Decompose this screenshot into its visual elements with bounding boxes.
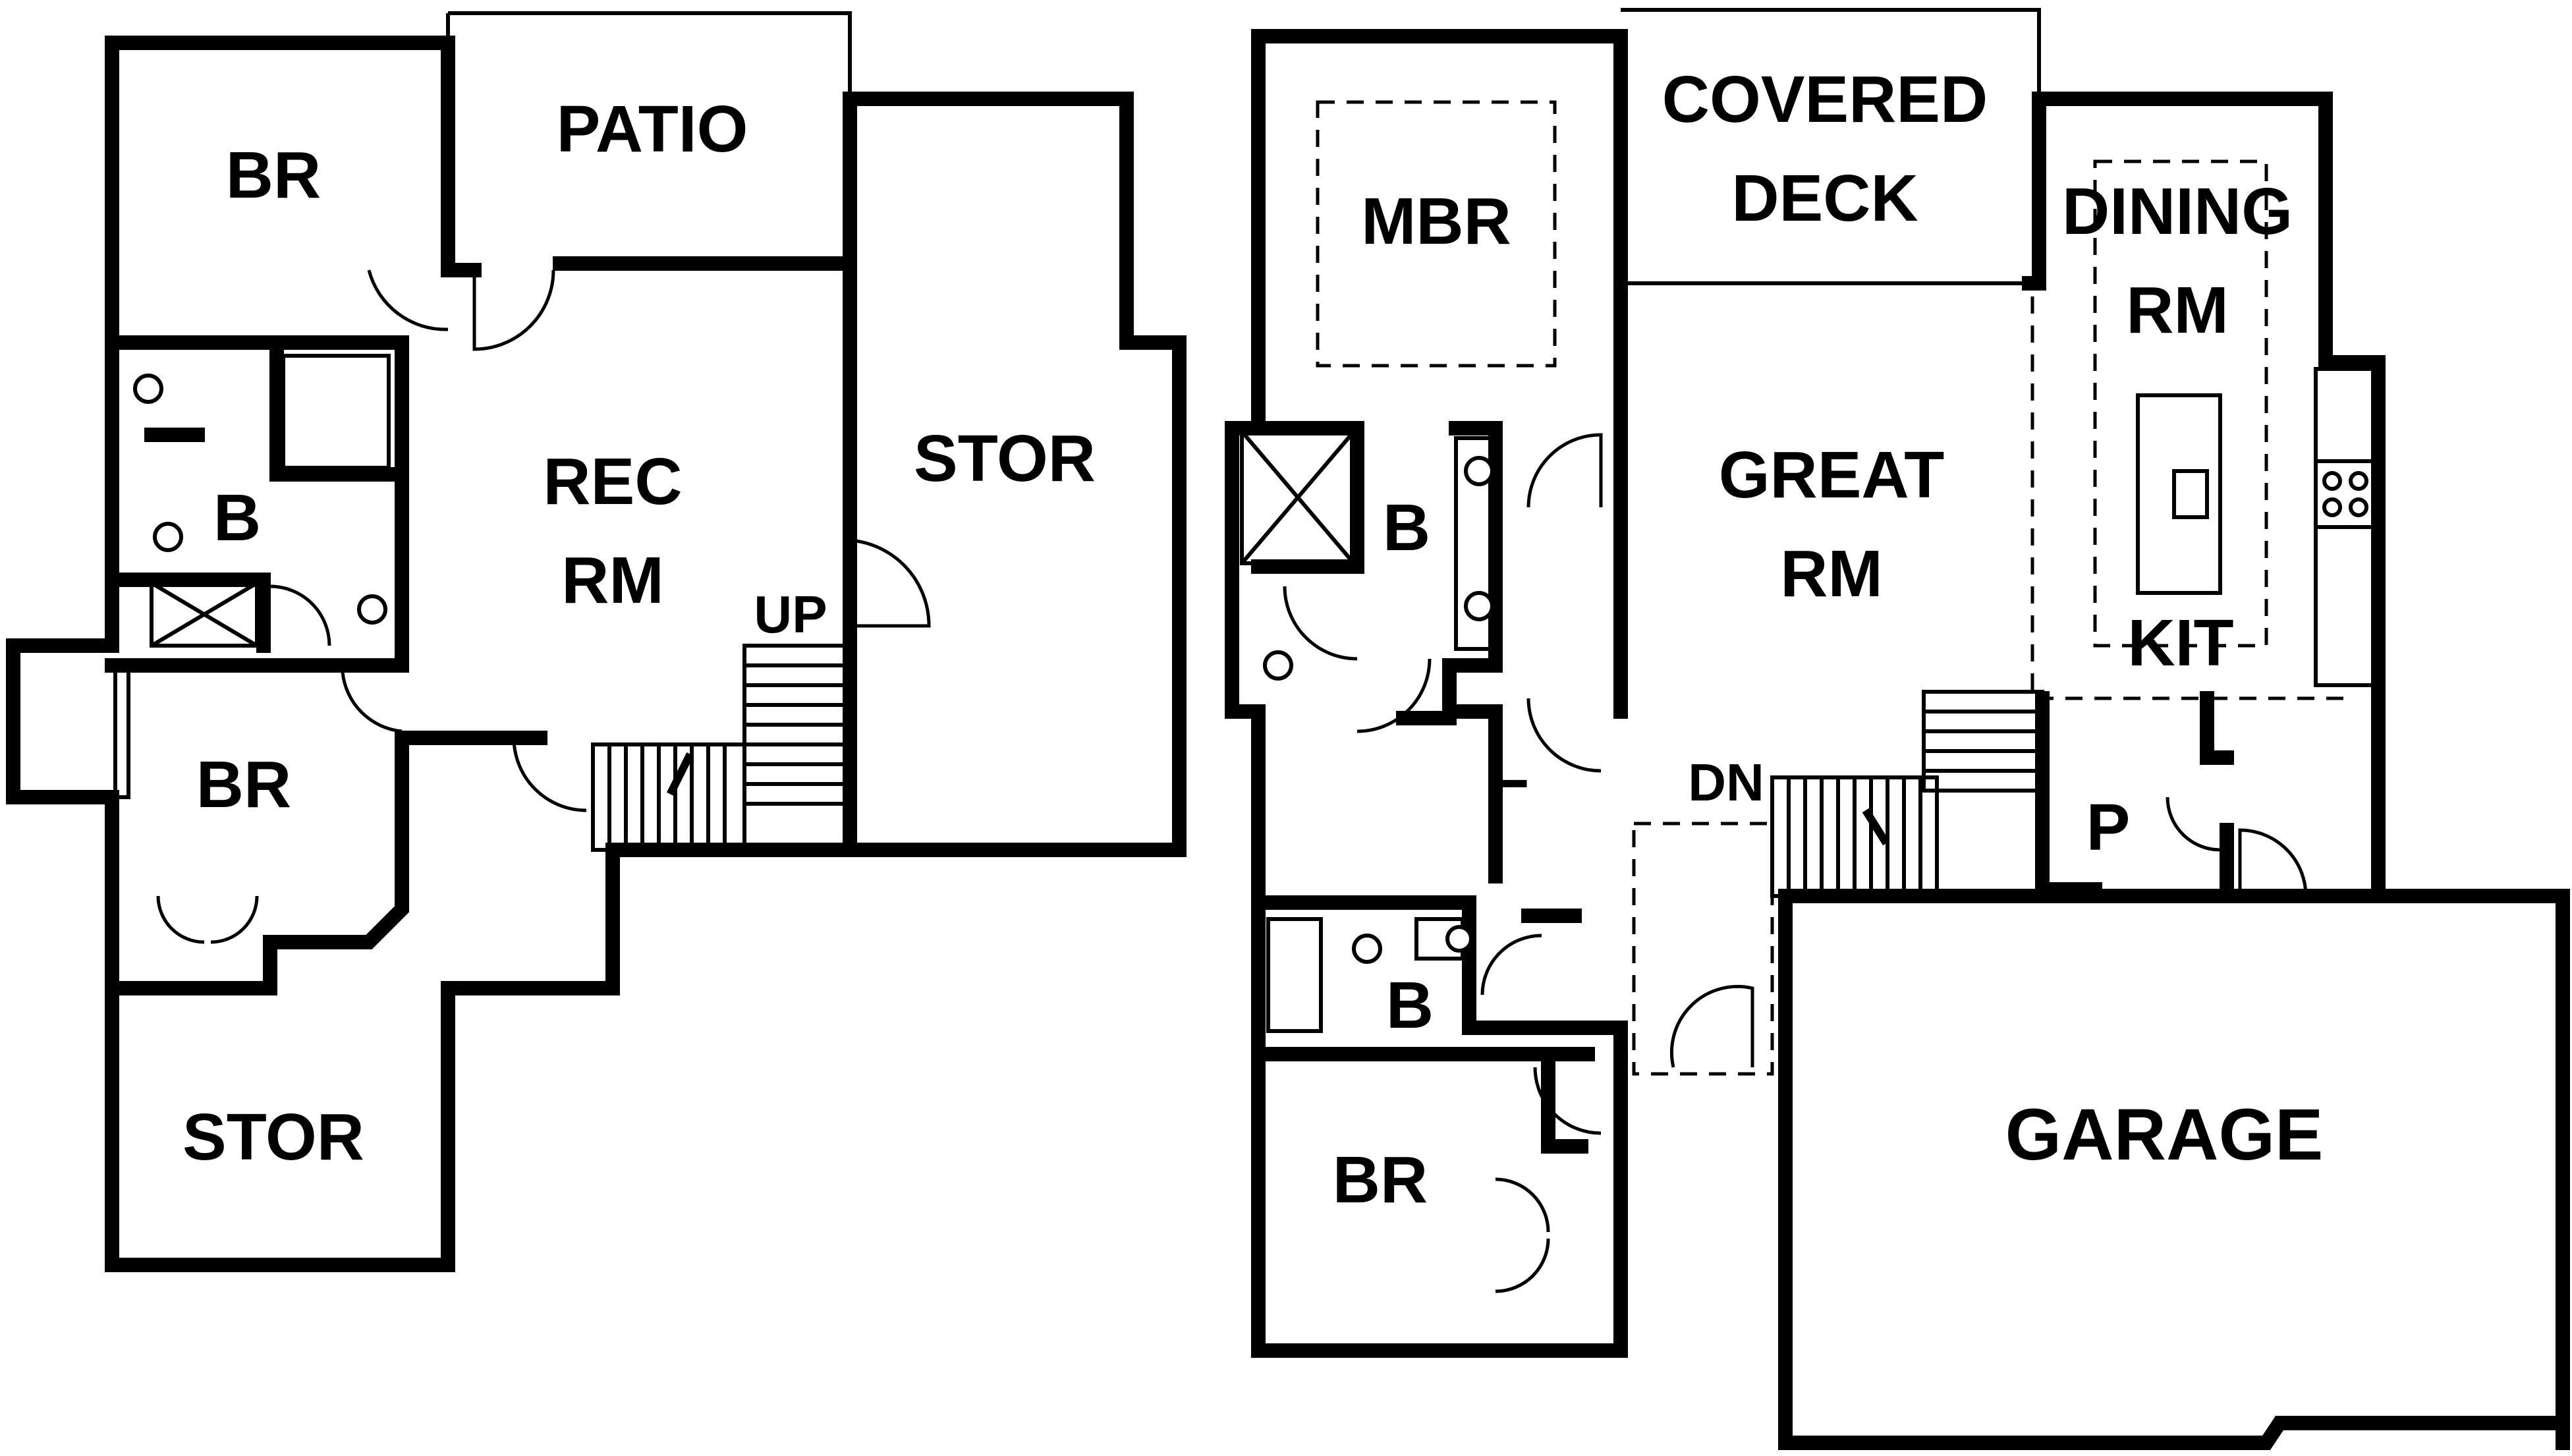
master-toilet-icon — [1263, 650, 1293, 681]
br-door-icon — [1533, 1067, 1602, 1135]
hall-tub-icon — [1266, 917, 1323, 1033]
garage-door-icon — [2238, 828, 2308, 897]
main-interior-wall — [1251, 276, 2234, 1154]
lower-exterior-wall — [6, 36, 1187, 1272]
master-shower-icon — [1240, 430, 1356, 565]
master-shower-cross — [1240, 430, 1356, 565]
master-vanity — [1454, 436, 1494, 651]
room-label-patio: PATIO — [557, 92, 748, 166]
lower-bath-fixtures — [133, 354, 391, 648]
room-label-covered-line1: COVERED — [1662, 63, 1988, 136]
room-label-laundry: L — [1488, 728, 1528, 802]
patio-outline — [446, 11, 852, 260]
room-label-great-line1: GREAT — [1719, 438, 1945, 512]
room-label-stor-bottom: STOR — [182, 1100, 364, 1174]
room-label-mbr: MBR — [1361, 184, 1511, 258]
room-label-garage: GARAGE — [2005, 1094, 2324, 1175]
room-label-pantry: P — [2086, 791, 2131, 864]
main-exterior-wall — [1225, 29, 2386, 1358]
lower-sink2-icon — [357, 594, 387, 625]
lower-doors — [156, 269, 931, 944]
room-label-master-bath: B — [1383, 491, 1430, 565]
room-label-kit: KIT — [2127, 606, 2233, 680]
room-label-dining-line1: DINING — [2062, 175, 2293, 248]
stor-door-icon — [849, 538, 931, 628]
main-stair-treads-upper — [1924, 710, 2042, 773]
stair-label-up: UP — [754, 585, 827, 644]
main-stair-arrow — [1862, 808, 1890, 846]
room-label-stor-right: STOR — [914, 422, 1096, 495]
rec-patio-door-icon — [472, 269, 555, 351]
laundry-door-icon — [1526, 698, 1602, 773]
lower-shower-cross — [150, 581, 258, 648]
room-label-covered-line2: DECK — [1731, 161, 1918, 235]
br-top-door-icon — [367, 269, 449, 331]
main-room-labels: MBR COVERED DECK DINING RM B GREAT RM KI… — [1333, 63, 2324, 1217]
main-stair-treads — [1787, 777, 1922, 896]
room-label-rec-line2: RM — [561, 544, 664, 617]
bath-closet-door-icon — [1356, 658, 1432, 733]
mbr-tray-ceiling — [1316, 100, 1557, 368]
stair-label-dn: DN — [1688, 753, 1764, 812]
stair-arrow — [666, 752, 694, 797]
dining-tray-ceiling — [2093, 159, 2268, 648]
master-sink-icon — [1464, 456, 1494, 486]
main-stair — [1770, 690, 2044, 898]
stair-treads-lower — [607, 744, 727, 850]
kitchen-island — [2136, 393, 2222, 595]
lower-window — [113, 663, 130, 799]
room-label-dining-line2: RM — [2126, 273, 2229, 347]
br-closet-double-door-icon — [1495, 1177, 1550, 1293]
lower-toilet-icon — [153, 522, 183, 552]
burner-icon — [2322, 471, 2342, 491]
hall-sink-icon — [1352, 934, 1382, 964]
great-kitchen-divide — [2030, 296, 2345, 700]
burner-icon — [2322, 497, 2342, 517]
main-level-plan — [1225, 8, 2570, 1450]
master-sink2-icon — [1464, 591, 1494, 621]
room-label-lower-bath: B — [213, 481, 261, 555]
lower-sink-icon — [133, 374, 163, 404]
range-icon — [2314, 459, 2380, 529]
mbr-bath-door-icon — [1526, 433, 1603, 508]
burner-icon — [2349, 471, 2368, 491]
lower-room-labels: BR PATIO B REC RM UP STOR BR STOR — [182, 92, 1096, 1174]
room-label-great-line2: RM — [1780, 537, 1883, 611]
lower-closet — [281, 354, 391, 470]
stair-treads-upper — [744, 663, 850, 786]
entry-landing — [1632, 822, 1774, 1076]
room-label-hall-bath: B — [1386, 968, 1434, 1042]
br-bottom-door-icon — [341, 671, 403, 733]
burner-icon — [2349, 497, 2368, 517]
room-label-br: BR — [1333, 1143, 1428, 1217]
hall-toilet2-icon — [1445, 925, 1473, 953]
pantry-door-icon — [2166, 797, 2221, 852]
rec-stair-door-icon — [512, 737, 587, 812]
main-stair-upper — [1922, 690, 2044, 793]
room-label-br-bottom: BR — [196, 748, 291, 822]
lower-stair — [591, 644, 852, 852]
lower-interior-wall — [105, 256, 857, 995]
room-label-rec-line1: REC — [543, 445, 682, 518]
master-toilet-door-icon — [1283, 586, 1358, 661]
island-sink-icon — [2172, 469, 2209, 519]
main-doors — [1283, 433, 2308, 1293]
stair-lower-run — [591, 742, 746, 852]
closet-double-door-icon — [156, 895, 259, 944]
bath-door-icon — [269, 584, 331, 646]
room-label-br-top: BR — [226, 138, 321, 212]
lower-shower-icon — [150, 581, 259, 648]
hall-bath-door-icon — [1480, 934, 1542, 995]
lower-level-plan — [6, 11, 1187, 1272]
covered-deck-outline — [1621, 8, 2041, 285]
entry-door-icon — [1669, 984, 1754, 1068]
